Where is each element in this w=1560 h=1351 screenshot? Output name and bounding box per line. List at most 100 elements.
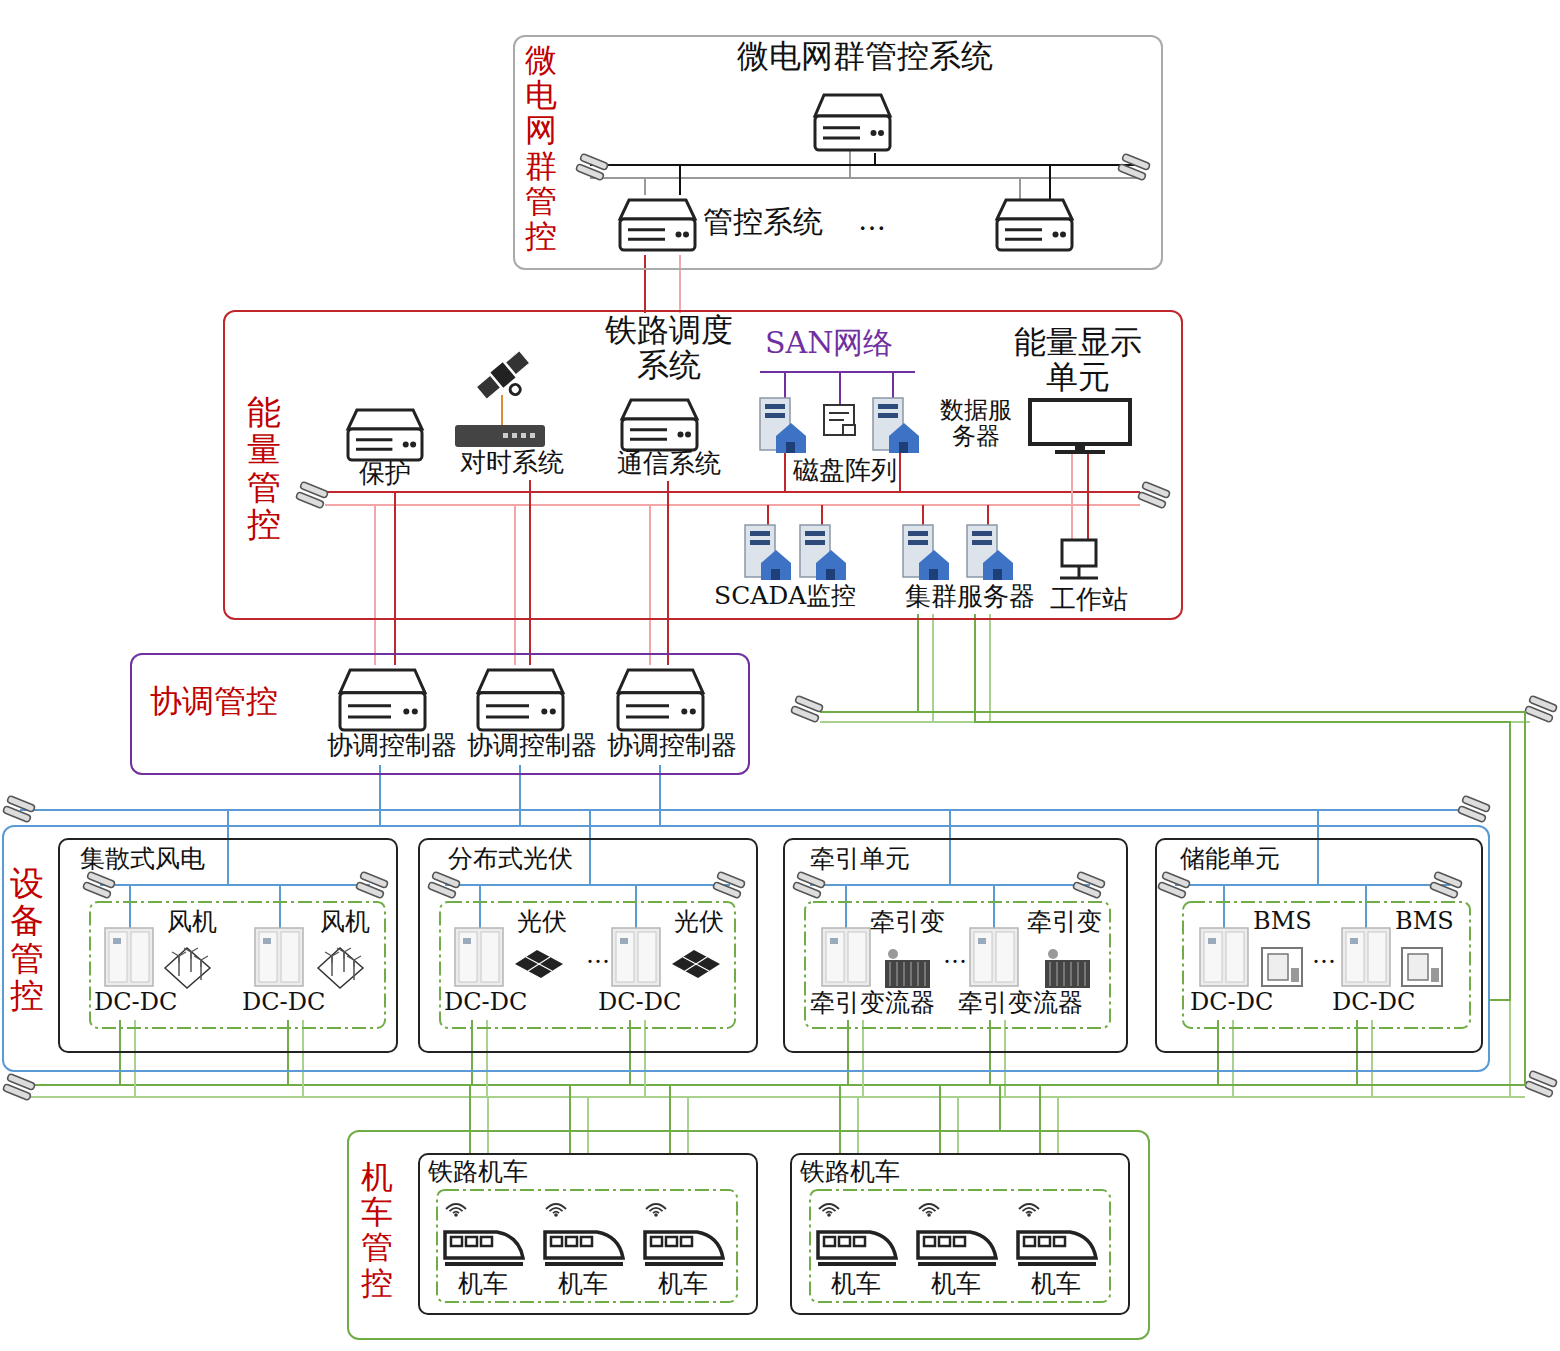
bus-wire [987, 505, 989, 525]
converter-cabinet-icon [1200, 928, 1248, 986]
wireless-icon [823, 1208, 836, 1211]
rack-icon [503, 433, 508, 438]
server-icon [871, 130, 877, 136]
layer-title: 协调管控 [150, 683, 278, 720]
locomotive-icon [918, 1262, 996, 1266]
workstation-icon [1078, 566, 1081, 578]
switch-icon [791, 695, 824, 722]
server-tower-icon [908, 531, 928, 536]
device-node: DC-DC风机 [92, 905, 222, 1020]
node-label: 牵引变流器 [810, 989, 935, 1018]
device-node: DC-DCBMS [1330, 905, 1465, 1017]
server-tower-icon [776, 423, 806, 453]
connector-line [680, 153, 875, 195]
switch-icon [1118, 153, 1151, 180]
server-icon [626, 715, 669, 718]
node-label: 光伏 [674, 908, 724, 937]
node-label: DC-DC [1332, 989, 1415, 1017]
wireless-icon [1026, 1212, 1032, 1214]
node-label: 管控系统 [703, 205, 823, 240]
layer-band: 能量管控保护对时系统铁路调度系统通信系统磁盘阵列数据服务器能量显示单元SCADA… [223, 310, 1183, 620]
converter-cabinet-icon [255, 928, 303, 986]
display-icon [1075, 444, 1085, 450]
converter-cabinet-icon [826, 932, 844, 982]
server-tower-icon [816, 550, 846, 580]
locomotive-icon [481, 1237, 492, 1246]
node-label: 机车 [658, 1270, 708, 1299]
wireless-icon [546, 1204, 566, 1217]
bus-wire [325, 504, 1140, 506]
transformer-icon [1063, 962, 1065, 986]
converter-cabinet-icon [1350, 938, 1358, 944]
bus-wire [569, 1085, 571, 1153]
wind-turbine-icon [172, 952, 186, 963]
bus-wire [810, 884, 1090, 886]
server-tower-icon [873, 398, 919, 453]
switch-icon [1158, 882, 1187, 899]
node-label: 风机 [320, 908, 370, 937]
server-icon [630, 438, 667, 441]
switch-icon [1118, 153, 1151, 180]
switch-icon [1525, 1070, 1558, 1097]
bus-wire [932, 614, 934, 722]
switch-icon [296, 481, 329, 508]
bus-wire [939, 1085, 941, 1153]
locomotive-icon [818, 1232, 896, 1266]
pv-panel-icon [515, 950, 563, 978]
server-tower-icon [889, 423, 919, 453]
bus-wire [1071, 452, 1073, 540]
server-tower-icon [908, 540, 928, 545]
bus-wire [587, 1097, 589, 1153]
node-label: 协调控制器 [327, 731, 457, 761]
transformer-icon [1070, 962, 1072, 986]
transformer-icon [1045, 949, 1090, 988]
transformer-icon [1084, 962, 1086, 986]
converter-cabinet-icon [263, 938, 271, 944]
device-node: 集群服务器 [900, 522, 1045, 614]
locomotive-icon [645, 1232, 723, 1258]
node-label: 能量显示单元 [1005, 325, 1150, 394]
bms-icon [1402, 948, 1442, 986]
server-icon [622, 419, 697, 450]
switch-icon [1525, 1070, 1558, 1097]
rack-icon [521, 433, 526, 438]
node-label: 集群服务器 [905, 582, 1035, 612]
server-tower-icon [805, 531, 825, 536]
display-icon [1030, 400, 1130, 454]
server-tower-icon [771, 569, 780, 580]
transformer-icon [885, 960, 930, 988]
bus-wire [767, 505, 769, 525]
server-icon [478, 670, 563, 730]
annotation-label: … [586, 942, 610, 970]
bus-wire [1317, 810, 1319, 885]
converter-cabinet-icon [463, 938, 471, 944]
converter-cabinet-icon [109, 932, 127, 982]
wireless-icon [554, 1213, 558, 1217]
locomotive-icon [445, 1262, 523, 1266]
bus-wire [20, 809, 1470, 811]
device-node: 管控系统 [615, 195, 845, 255]
bus-wire [129, 885, 131, 928]
converter-cabinet-icon [1226, 932, 1244, 982]
server-icon [997, 200, 1072, 250]
transformer-icon [896, 962, 898, 986]
group-title: 铁路机车 [800, 1158, 900, 1187]
switch-icon [1430, 871, 1463, 898]
bus-wire [1087, 452, 1089, 540]
server-icon [403, 442, 409, 448]
switch-icon [3, 806, 32, 823]
subsystem-outline [810, 1190, 1110, 1302]
server-icon [412, 708, 418, 714]
converter-cabinet-icon [996, 932, 1014, 982]
server-tower-icon [878, 404, 898, 409]
wireless-icon [650, 1208, 663, 1211]
server-icon [685, 432, 691, 438]
switch-icon [713, 882, 742, 899]
bus-wire [1049, 165, 1051, 200]
server-icon [1005, 228, 1042, 231]
wind-turbine-icon [325, 952, 339, 963]
switch-icon [1458, 795, 1491, 822]
server-tower-icon [972, 540, 992, 545]
layer-title: 机车管控 [361, 1160, 393, 1301]
switch-icon [3, 1073, 36, 1100]
